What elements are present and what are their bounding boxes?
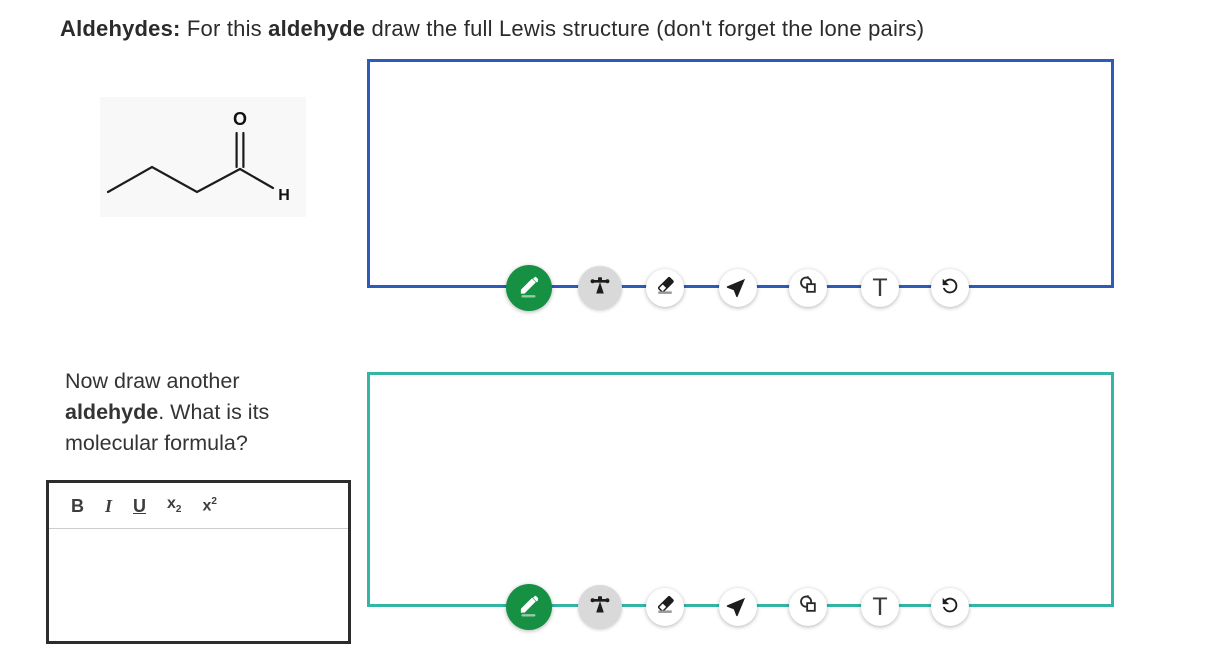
text-tool-icon: T <box>872 273 888 302</box>
shapes-icon <box>797 274 820 302</box>
shapes-tool-button[interactable] <box>789 588 827 626</box>
question1-prompt: Aldehydes: For this aldehyde draw the fu… <box>60 16 925 41</box>
move-tool-button[interactable] <box>578 585 622 629</box>
oxygen-atom-label: O <box>233 109 247 129</box>
question1-keyword2: aldehyde <box>268 16 366 41</box>
eraser-icon <box>654 274 677 302</box>
superscript-button[interactable]: x2 <box>202 495 217 515</box>
undo-button[interactable] <box>931 588 969 626</box>
pencil-tool-button[interactable] <box>506 584 552 630</box>
pointer-tool-button[interactable] <box>719 269 757 307</box>
pencil-tool-button[interactable] <box>506 265 552 311</box>
pencil-icon <box>516 592 542 623</box>
undo-icon <box>939 594 961 621</box>
hydrogen-atom-label: H <box>278 187 290 204</box>
answer-text-editor: B I U x2 x2 <box>46 480 351 644</box>
text-tool-button[interactable]: T <box>861 588 899 626</box>
undo-button[interactable] <box>931 269 969 307</box>
eraser-icon <box>654 593 677 621</box>
pointer-arrow-icon <box>726 593 750 622</box>
drawing-canvas-1[interactable]: T <box>367 59 1114 311</box>
question2-keyword: aldehyde <box>65 400 159 424</box>
text-tool-icon: T <box>872 592 888 621</box>
italic-button[interactable]: I <box>105 495 113 516</box>
shapes-tool-button[interactable] <box>789 269 827 307</box>
pencil-icon <box>516 273 542 304</box>
move-tool-icon <box>588 274 612 303</box>
answer-text-input[interactable] <box>49 529 348 640</box>
question2-prompt: Now draw another aldehyde. What is its m… <box>65 369 270 455</box>
c-h-bond <box>238 167 275 190</box>
underline-button[interactable]: U <box>133 495 147 516</box>
eraser-tool-button[interactable] <box>646 588 684 626</box>
subscript-button[interactable]: x2 <box>167 494 182 516</box>
pointer-arrow-icon <box>726 274 750 303</box>
bold-button[interactable]: B <box>71 495 84 516</box>
pointer-tool-button[interactable] <box>719 588 757 626</box>
aldehyde-structure-image: O H <box>100 97 306 217</box>
question1-keyword: Aldehydes: <box>60 16 181 41</box>
drawing-canvas-2[interactable]: T <box>367 372 1114 630</box>
text-tool-button[interactable]: T <box>861 269 899 307</box>
undo-icon <box>939 275 961 302</box>
move-tool-button[interactable] <box>578 266 622 310</box>
editor-format-toolbar: B I U x2 x2 <box>49 483 348 529</box>
eraser-tool-button[interactable] <box>646 269 684 307</box>
carbon-chain-bonds <box>106 165 242 194</box>
shapes-icon <box>797 593 820 621</box>
butanal-skeleton-drawing: O H <box>106 109 290 204</box>
move-tool-icon <box>588 593 612 622</box>
